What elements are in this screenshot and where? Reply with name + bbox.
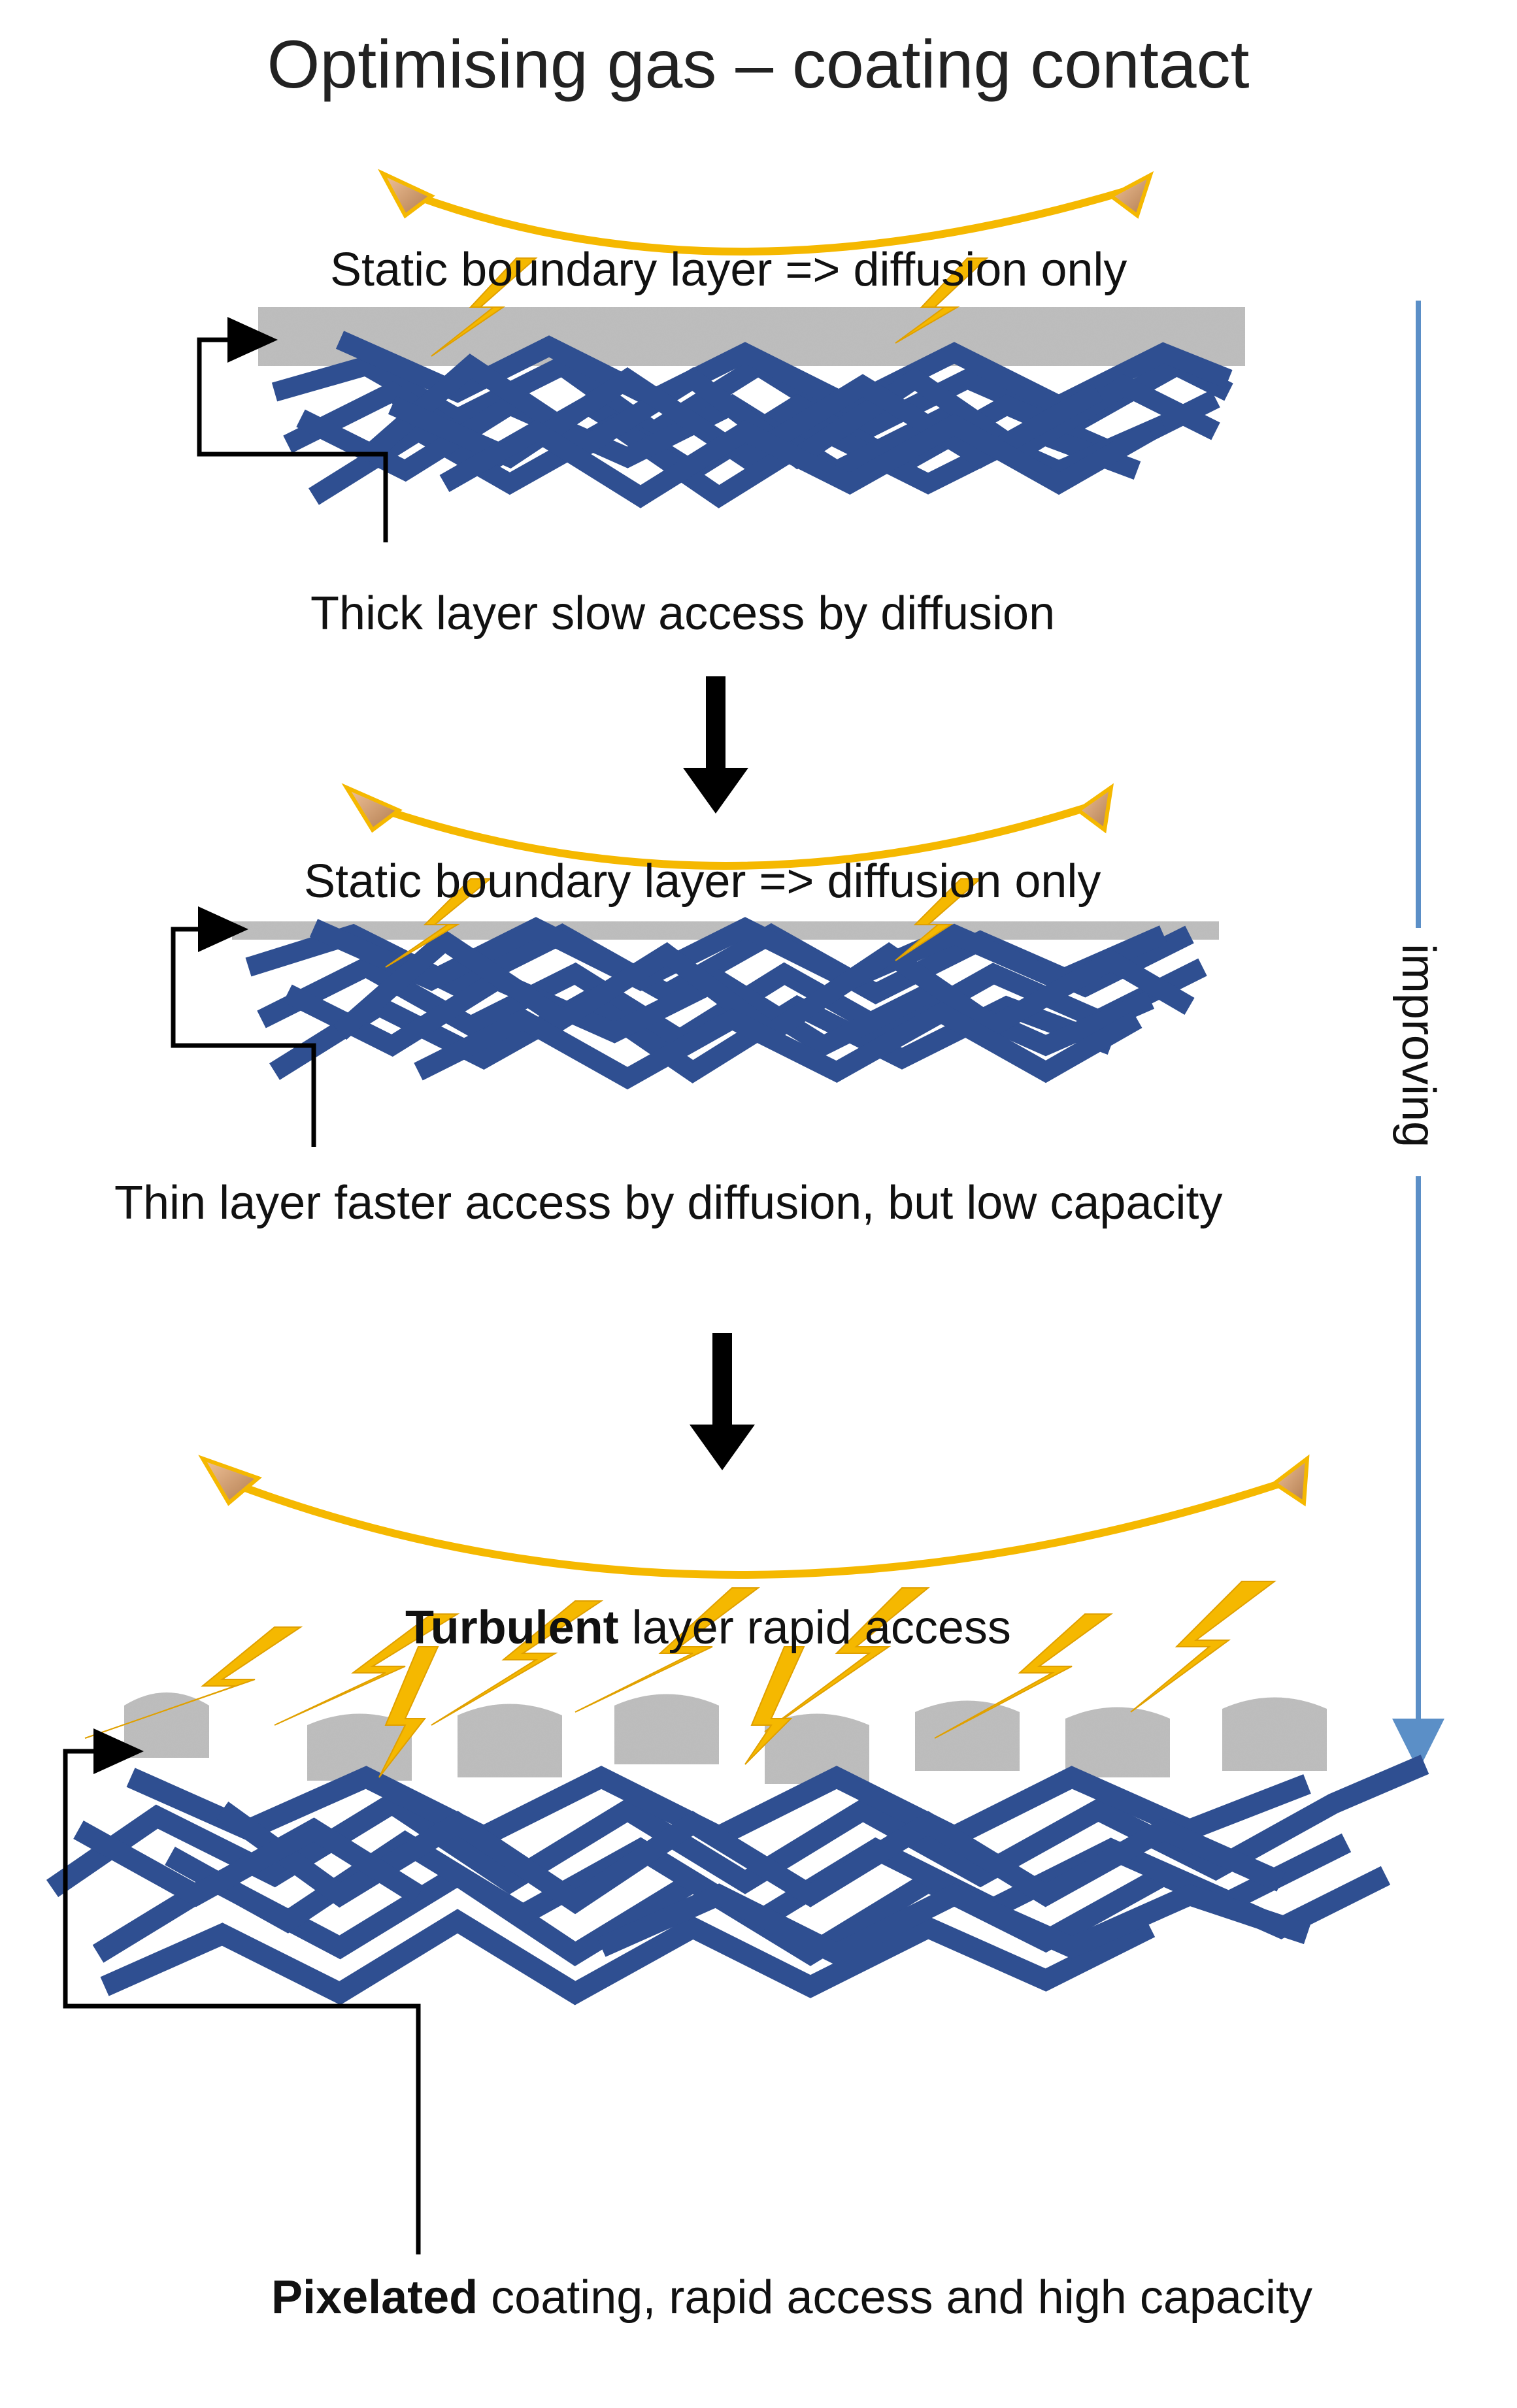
bracket-thin: [171, 906, 316, 1147]
bracket-pixelated: [63, 1728, 421, 2254]
panel-1-caption: Thick layer slow access by diffusion: [310, 587, 1056, 640]
lightning-bolts: [431, 257, 989, 357]
bracket-thick: [197, 317, 388, 542]
flow-arc-tail: [341, 783, 403, 833]
panel-2-caption: Thin layer faster access by diffusion, b…: [114, 1177, 1223, 1229]
panel-3-boundary-label: Turbulent layer rapid access: [405, 1601, 1011, 1655]
down-arrow-1: [683, 676, 748, 814]
coating-pixels: [124, 1692, 1327, 1784]
lightning-bolts: [84, 1581, 1276, 1778]
panel-3-caption-rest: coating, rapid access and high capacity: [478, 2271, 1312, 2324]
page-title: Optimising gas – coating contact: [267, 27, 1250, 103]
down-arrow-2: [690, 1333, 755, 1470]
panel-3-caption: Pixelated coating, rapid access and high…: [271, 2271, 1312, 2324]
panel-3-boundary-label-rest: layer rapid access: [618, 1602, 1011, 1654]
flow-arc-head: [1107, 171, 1154, 219]
panel-3-caption-bold: Pixelated: [271, 2271, 478, 2324]
flow-arc-head: [1271, 1454, 1310, 1507]
panel-2: [171, 783, 1219, 1147]
flow-arc-tail: [198, 1455, 262, 1506]
panel-1-boundary-label: Static boundary layer => diffusion only: [330, 244, 1127, 296]
flow-arc: [365, 800, 1099, 870]
fiber-mat: [245, 917, 1207, 1090]
lightning-bolts: [385, 878, 982, 968]
flow-arc-tail: [378, 169, 435, 219]
panel-2-boundary-label: Static boundary layer => diffusion only: [304, 855, 1101, 908]
panel-3: [46, 1454, 1429, 2254]
flow-arc: [397, 186, 1132, 256]
flow-arc-head: [1075, 783, 1114, 834]
panel-1: [197, 169, 1245, 542]
improving-label: improving: [1392, 934, 1445, 1157]
flow-arc: [214, 1473, 1302, 1579]
fiber-mat: [46, 1755, 1429, 2005]
fiber-mat: [271, 331, 1233, 508]
panel-3-boundary-label-bold: Turbulent: [405, 1602, 619, 1654]
